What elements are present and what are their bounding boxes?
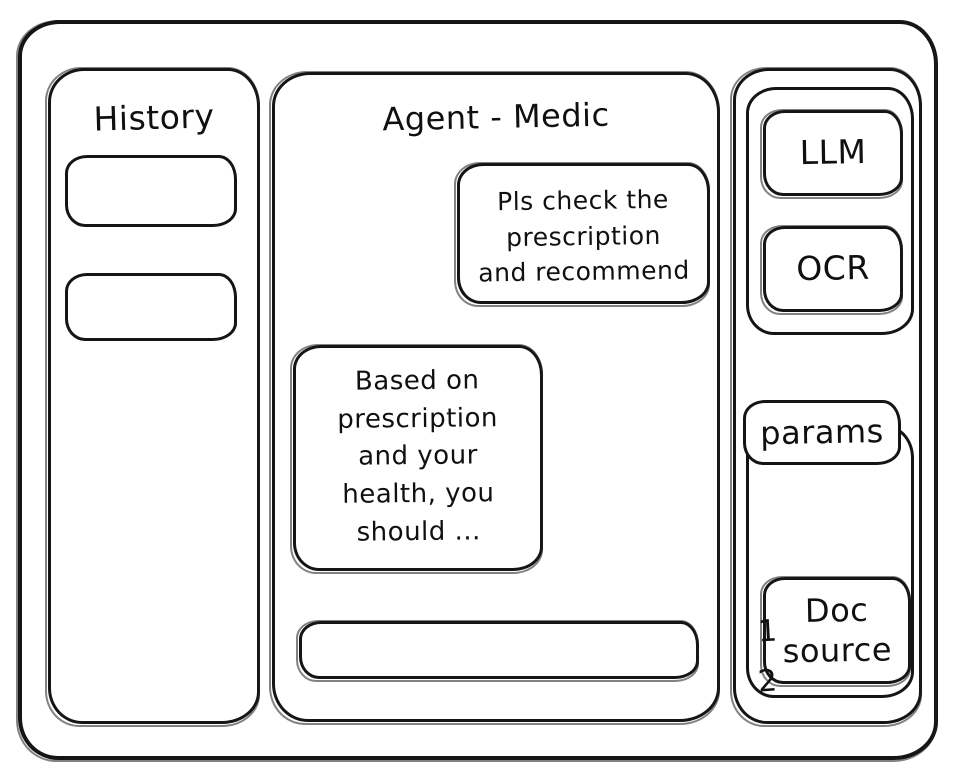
agent-panel-title: Agent - Medic: [381, 95, 610, 139]
tool-card-ocr[interactable]: OCR: [760, 225, 903, 315]
history-list-item[interactable]: [65, 273, 237, 341]
agent-chat-panel: Agent - Medic Pls check the prescription…: [269, 71, 720, 725]
tools-group-sources: Doc source: [746, 426, 914, 698]
history-panel-title: History: [92, 96, 215, 139]
tool-card-ocr-label: OCR: [795, 247, 871, 289]
history-list-item[interactable]: [65, 155, 237, 227]
tools-group-models: LLM OCR: [746, 87, 914, 335]
chat-bubble-assistant-text: Based on prescription and your health, y…: [337, 365, 499, 548]
chat-bubble-user-text: Pls check the prescription and recommend: [478, 184, 690, 288]
doc-source-list-item-1[interactable]: 1: [757, 613, 778, 650]
tool-card-llm-label: LLM: [799, 131, 867, 173]
tool-card-params-label: params: [759, 411, 885, 452]
tool-card-params[interactable]: params: [743, 400, 901, 465]
chat-bubble-assistant: Based on prescription and your health, y…: [290, 344, 543, 574]
chat-bubble-user: Pls check the prescription and recommend: [454, 162, 710, 307]
tool-card-doc-source[interactable]: Doc source: [760, 576, 911, 687]
doc-source-list-item-2[interactable]: 2: [756, 663, 779, 700]
message-composer-input[interactable]: [296, 620, 699, 682]
history-panel: History: [45, 67, 260, 727]
tool-card-llm[interactable]: LLM: [760, 109, 903, 199]
tool-card-doc-source-label: Doc source: [782, 590, 893, 670]
